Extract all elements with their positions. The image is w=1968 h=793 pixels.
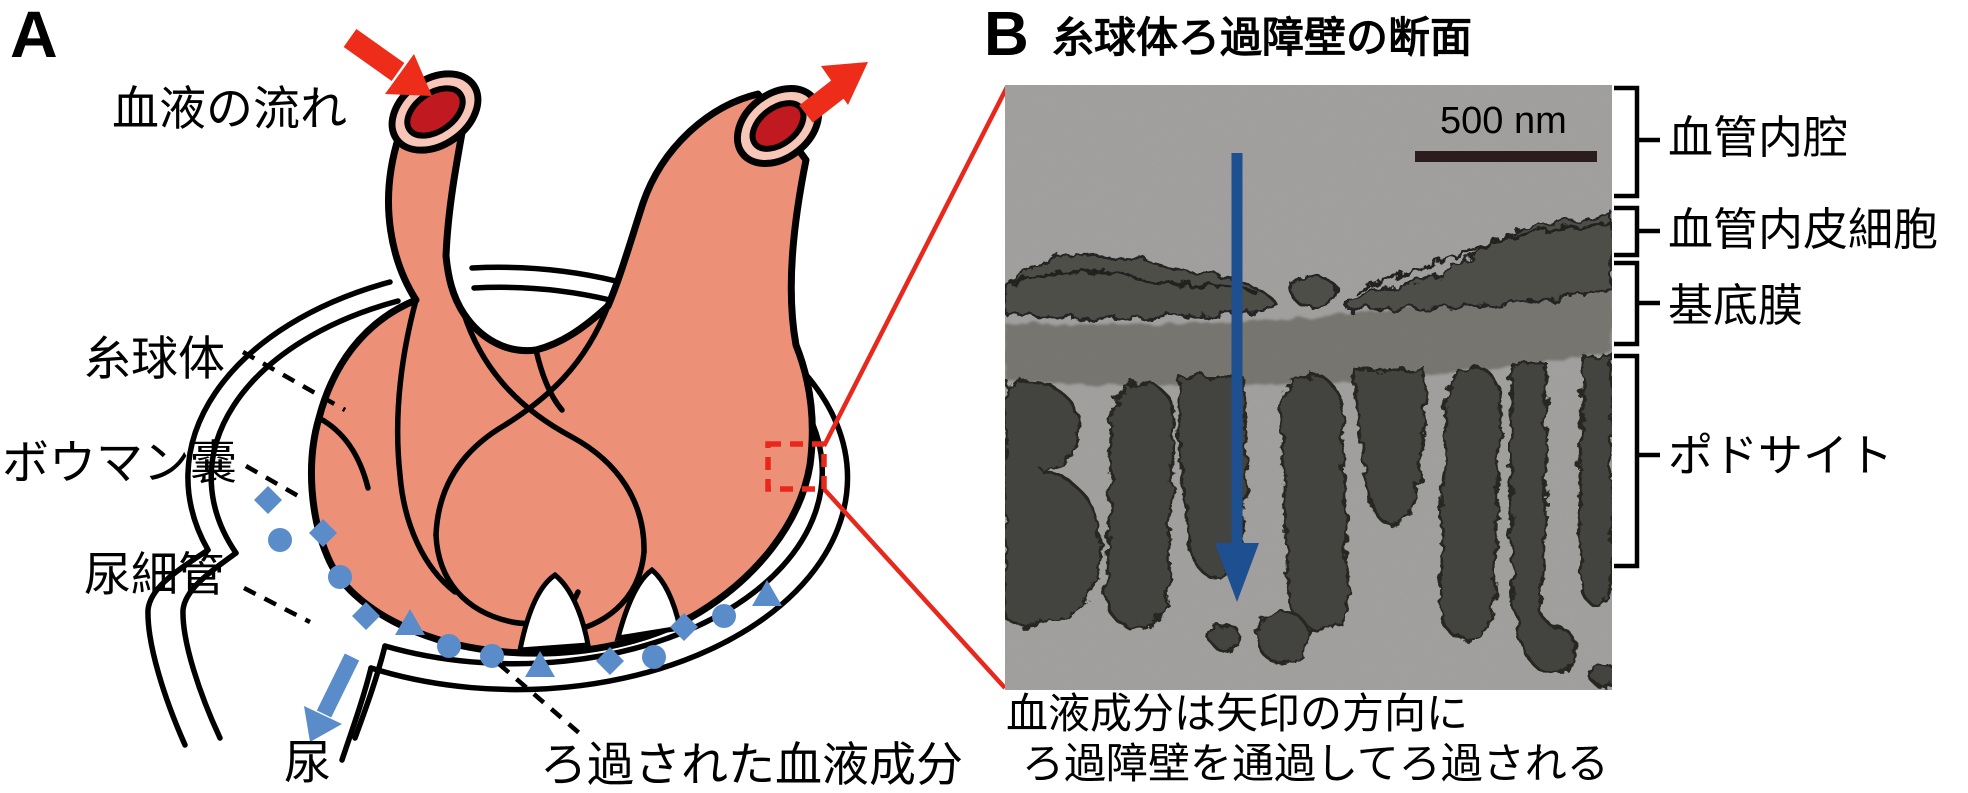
glomerulus-tuft <box>307 90 816 657</box>
filtrate-triangle-icon <box>395 609 425 635</box>
scale-bar <box>1415 151 1597 162</box>
filtrate-diamond-icon <box>254 486 282 514</box>
bracket-endothelium <box>1614 205 1660 258</box>
filtrate-circle-icon <box>328 565 352 589</box>
filtrate-circle-icon <box>480 644 504 668</box>
filtration-arrow-icon <box>1215 153 1259 602</box>
scale-bar-label: 500 nm <box>1440 100 1567 142</box>
filtrate-diamond-icon <box>352 602 380 630</box>
magnification-connector-lines <box>821 85 1010 690</box>
endothelium-label: 血管内皮細胞 <box>1668 204 1939 255</box>
blood-outflow-arrow-icon <box>799 62 868 123</box>
tubule-wall-right-outer <box>339 665 374 763</box>
podocyte-label: ポドサイト <box>1668 430 1894 481</box>
filtrate-triangle-icon <box>525 651 555 677</box>
region-brackets <box>1614 85 1660 569</box>
vascular-lumen-label: 血管内腔 <box>1668 112 1849 163</box>
tubule-label: 尿細管 <box>84 548 225 601</box>
panel-b-label: B <box>984 0 1029 69</box>
caption-line-1: 血液成分は矢印の方向に <box>1006 690 1469 737</box>
caption-line-2: ろ過障壁を通過してろ過される <box>1022 740 1609 787</box>
em-grain <box>1005 85 1612 690</box>
filtrate-circle-icon <box>268 528 292 552</box>
urine-label: 尿 <box>284 736 331 789</box>
bracket-podocyte <box>1614 353 1660 569</box>
glomerulus-illustration <box>145 29 1010 763</box>
filtered-components-label: ろ過された血液成分 <box>540 738 963 791</box>
loop-gaps <box>516 566 683 653</box>
filtered-components <box>254 486 782 677</box>
tubule-wall-right-inner <box>352 643 388 741</box>
basement-membrane-label: 基底膜 <box>1668 280 1804 331</box>
filtrate-diamond-icon <box>670 613 698 641</box>
tubule-wall-left-inner <box>180 550 239 741</box>
filtrate-diamond-icon <box>596 647 624 675</box>
magnified-region-box <box>765 441 827 492</box>
panel-b-title: 糸球体ろ過障壁の断面 <box>1052 14 1473 61</box>
bowman-capsule-label: ボウマン嚢 <box>2 436 237 489</box>
bracket-vascular-lumen <box>1614 85 1660 199</box>
filtrate-circle-icon <box>642 645 666 669</box>
filtrate-circle-icon <box>712 604 736 628</box>
panel-a-label: A <box>10 0 58 71</box>
bracket-basement-membrane <box>1614 260 1660 347</box>
blood-flow-label: 血液の流れ <box>112 82 347 135</box>
glomerulus-label: 糸球体 <box>84 332 225 385</box>
filtrate-diamond-icon <box>309 519 337 547</box>
blood-inflow-arrow-icon <box>343 29 432 96</box>
urine-arrow-icon <box>304 653 360 742</box>
filtrate-triangle-icon <box>752 580 782 606</box>
tubule-wall-left-outer <box>145 547 211 748</box>
filtrate-circle-icon <box>437 634 461 658</box>
em-micrograph <box>1005 85 1612 690</box>
leader-lines <box>241 350 587 740</box>
